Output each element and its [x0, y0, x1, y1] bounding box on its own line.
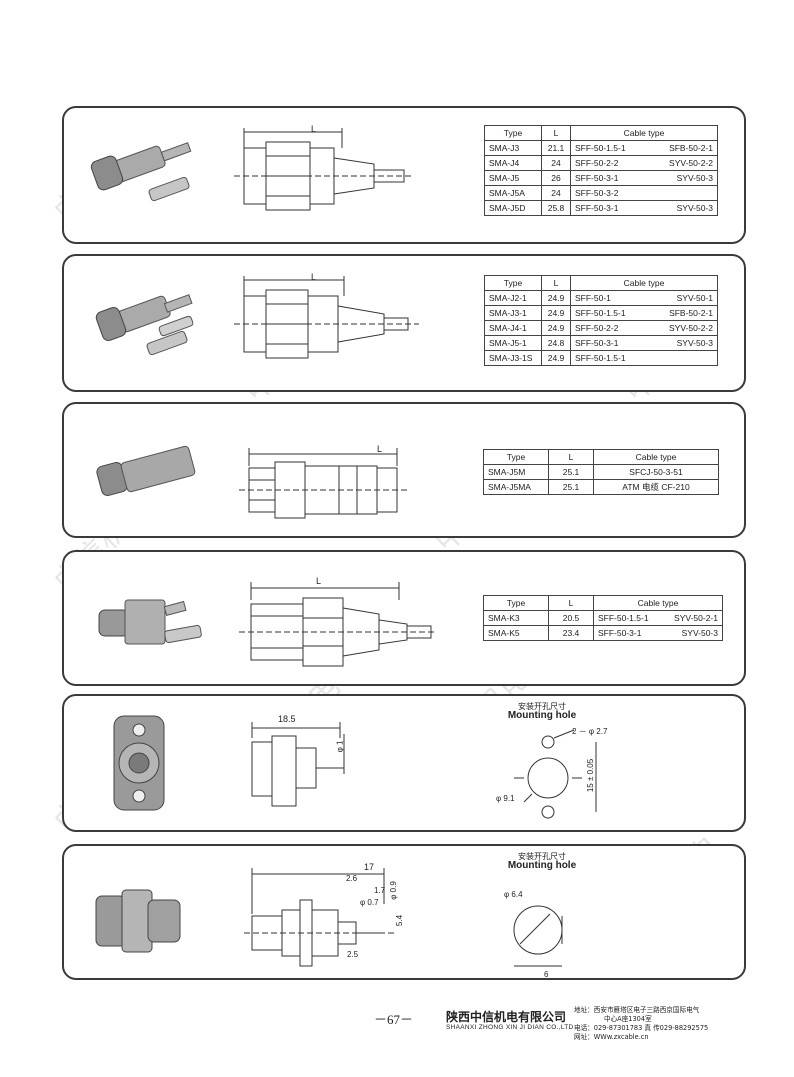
dim-L: L [311, 272, 317, 282]
col-l: L [541, 125, 571, 141]
dim-spacing: 15 ± 0.05 [586, 758, 596, 793]
dim-center: φ 9.1 [496, 794, 515, 803]
table-header: Type L Cable type [484, 275, 718, 291]
dim-L: L [377, 444, 383, 454]
dim-L: L [311, 124, 317, 134]
dim-L: L [316, 576, 322, 586]
connector-photo-5 [113, 715, 165, 811]
dim-pin: φ 1 [335, 740, 345, 753]
col-cable: Cable type [570, 125, 718, 141]
table-header: Type L Cable type [483, 449, 719, 465]
contact-info: 地址：西安市雁塔区电子三路西京国际电气 中心A座1304室 电话：029-873… [574, 1006, 709, 1041]
dim-hole: φ 6.4 [504, 890, 523, 899]
dim-width: 6 [544, 970, 549, 979]
connector-photo-4 [98, 599, 202, 645]
connector-drawing-4 [239, 582, 437, 667]
mounting-hole-drawing-6 [513, 905, 563, 967]
connector-photo-3 [96, 445, 196, 497]
connector-drawing-1 [234, 128, 414, 211]
dim-b: 2.6 [346, 874, 358, 883]
col-type: Type [484, 125, 542, 141]
dim-a: 1.7 [374, 886, 386, 895]
table-header: Type L Cable type [484, 125, 718, 141]
connector-photo-1 [90, 142, 192, 202]
dim-f: 2.5 [347, 950, 359, 959]
company-name-en: SHAANXI ZHONG XIN JI DIAN CO.,LTD [446, 1024, 574, 1031]
dim-holes: 2 － φ 2.7 [572, 727, 608, 736]
connector-drawing-5 [251, 722, 345, 807]
page-number: －67－ [374, 1012, 414, 1027]
dim-width: 18.5 [278, 714, 296, 724]
connector-drawing-3 [239, 448, 409, 519]
connector-photo-6 [95, 889, 181, 953]
dim-length: 17 [364, 862, 375, 872]
company-name: 陕西中信机电有限公司 [446, 1010, 567, 1024]
dim-c: φ 0.7 [360, 898, 379, 907]
dim-e: 5.4 [395, 914, 405, 927]
mounting-hole-drawing-5 [514, 729, 597, 819]
page-footer: －67－ 陕西中信机电有限公司 SHAANXI ZHONG XIN JI DIA… [0, 1006, 794, 1046]
dim-d: φ 0.9 [388, 881, 398, 900]
connector-photo-2 [95, 294, 194, 356]
connector-drawing-2 [234, 276, 419, 359]
table-header: Type L Cable type [483, 595, 723, 611]
connector-drawing-6 [244, 868, 394, 967]
